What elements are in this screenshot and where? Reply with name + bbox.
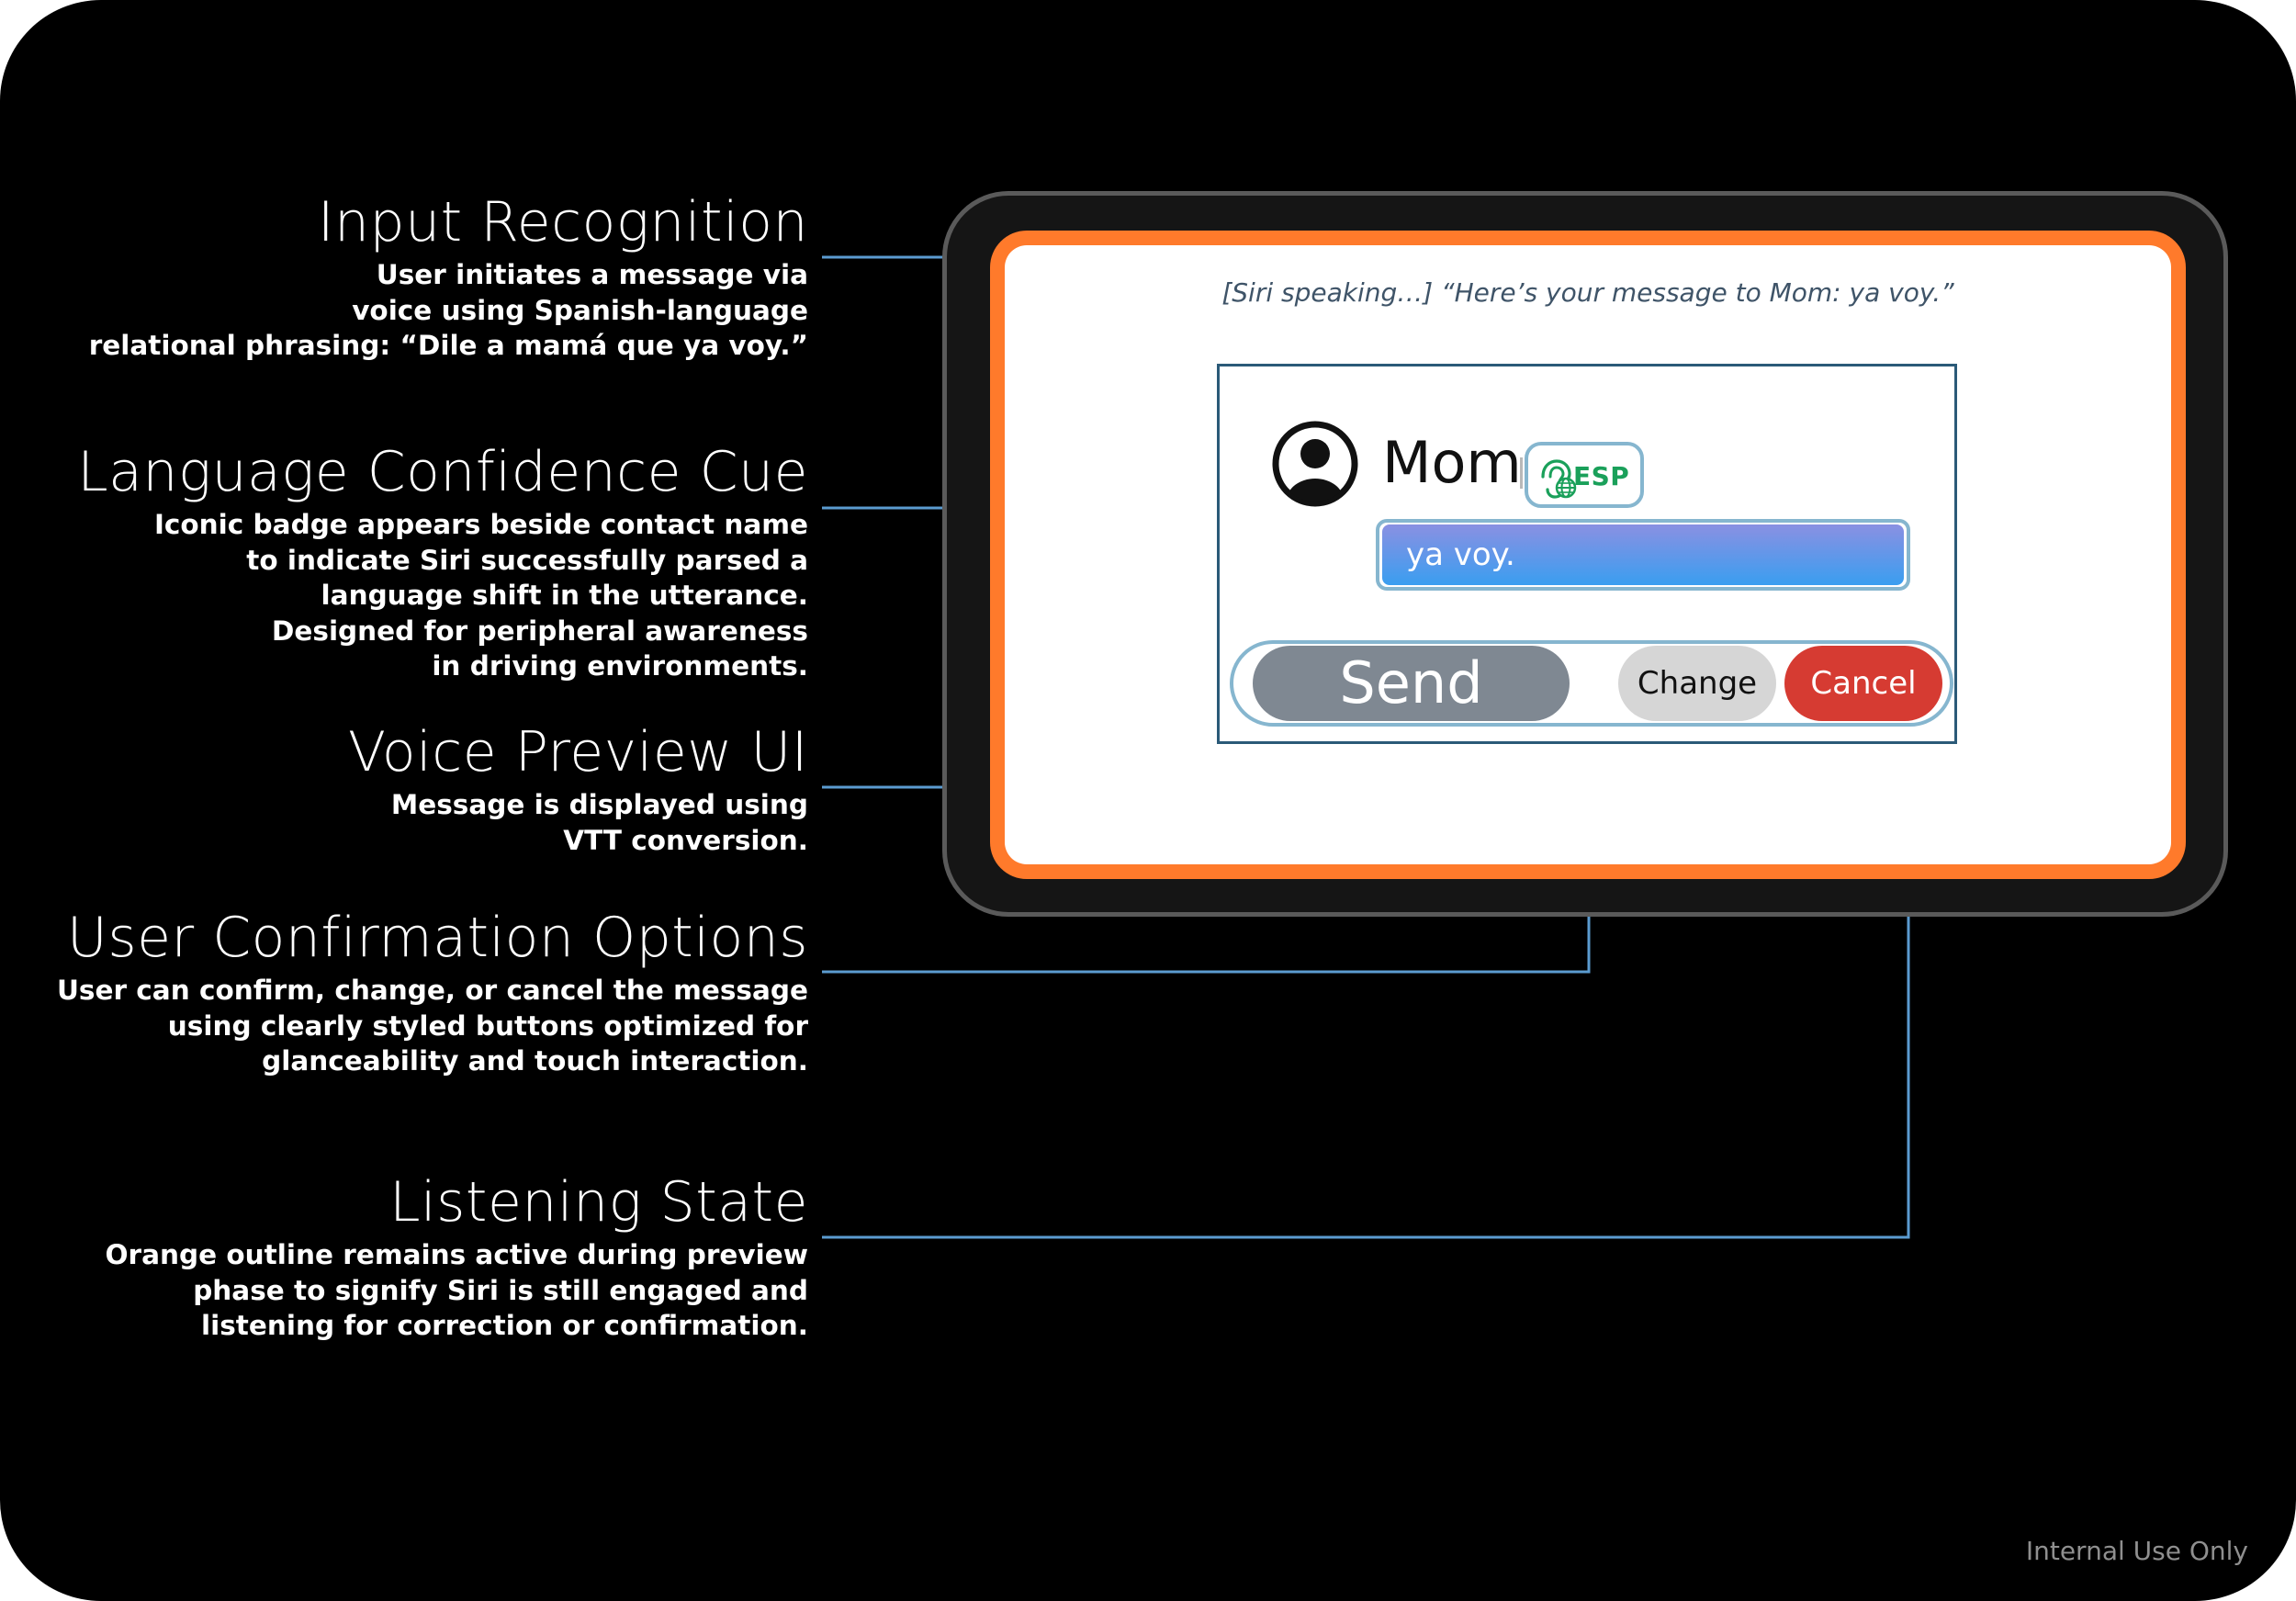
change-button[interactable]: Change [1618, 646, 1776, 721]
annotation-line: language shift in the utterance. [321, 580, 808, 611]
annotation-title: Listening State [389, 1170, 808, 1235]
annotation-language-confidence-cue: Language Confidence Cue Iconic badge app… [77, 439, 808, 684]
ear-globe-icon [1541, 459, 1577, 499]
annotation-line: Message is displayed using [390, 789, 808, 820]
annotation-line: Iconic badge appears beside contact name [153, 509, 808, 540]
annotation-line: phase to signify Siri is still engaged a… [193, 1274, 808, 1306]
annotation-line: listening for correction or confirmation… [201, 1310, 808, 1341]
send-button[interactable]: Send [1253, 646, 1570, 721]
person-circle-icon [1272, 421, 1358, 507]
annotation-line: Orange outline remains active during pre… [105, 1239, 808, 1270]
annotation-title: Input Recognition [317, 190, 808, 254]
annotation-title: Language Confidence Cue [77, 440, 808, 504]
internal-use-note: Internal Use Only [2025, 1536, 2248, 1566]
contact-name: Mom [1382, 429, 1522, 496]
annotation-line: voice using Spanish-language [352, 294, 808, 326]
annotation-description: Message is displayed using VTT conversio… [348, 787, 808, 858]
annotation-line: glanceability and touch interaction. [262, 1045, 808, 1077]
language-badge-label: ESP [1573, 461, 1630, 491]
annotation-line: User can confirm, change, or cancel the … [56, 975, 808, 1006]
annotation-line: relational phrasing: “Dile a mamá que ya… [88, 330, 808, 361]
annotation-title: Voice Preview UI [348, 720, 808, 784]
leader-line-listening-state [822, 874, 1910, 1239]
annotation-title: User Confirmation Options [66, 906, 808, 970]
language-badge: ESP [1525, 442, 1644, 508]
message-text: ya voy. [1406, 536, 1515, 573]
annotation-line: User initiates a message via [376, 259, 808, 290]
annotation-voice-preview-ui: Voice Preview UI Message is displayed us… [348, 719, 808, 858]
annotation-line: Designed for peripheral awareness [271, 614, 808, 647]
annotation-listening-state: Listening State Orange outline remains a… [105, 1169, 808, 1344]
annotation-description: Orange outline remains active during pre… [105, 1237, 808, 1344]
annotation-description: User initiates a message via voice using… [89, 257, 808, 364]
siri-speaking-caption: [Siri speaking…] “Here’s your message to… [1221, 277, 1954, 308]
message-bubble[interactable] [1382, 524, 1904, 585]
annotation-description: Iconic badge appears beside contact name… [77, 507, 808, 684]
annotation-input-recognition: Input Recognition User initiates a messa… [89, 189, 808, 364]
annotation-line: using clearly styled buttons optimized f… [167, 1009, 808, 1042]
annotation-user-confirmation-options: User Confirmation Options User can confi… [57, 905, 808, 1079]
annotation-line: VTT conversion. [563, 824, 808, 856]
text-cursor [1520, 457, 1523, 489]
annotation-line: in driving environments. [432, 650, 808, 682]
annotation-description: User can confirm, change, or cancel the … [57, 973, 808, 1079]
cancel-button[interactable]: Cancel [1784, 646, 1942, 721]
annotation-line: to indicate Siri successfully parsed a [246, 544, 808, 576]
